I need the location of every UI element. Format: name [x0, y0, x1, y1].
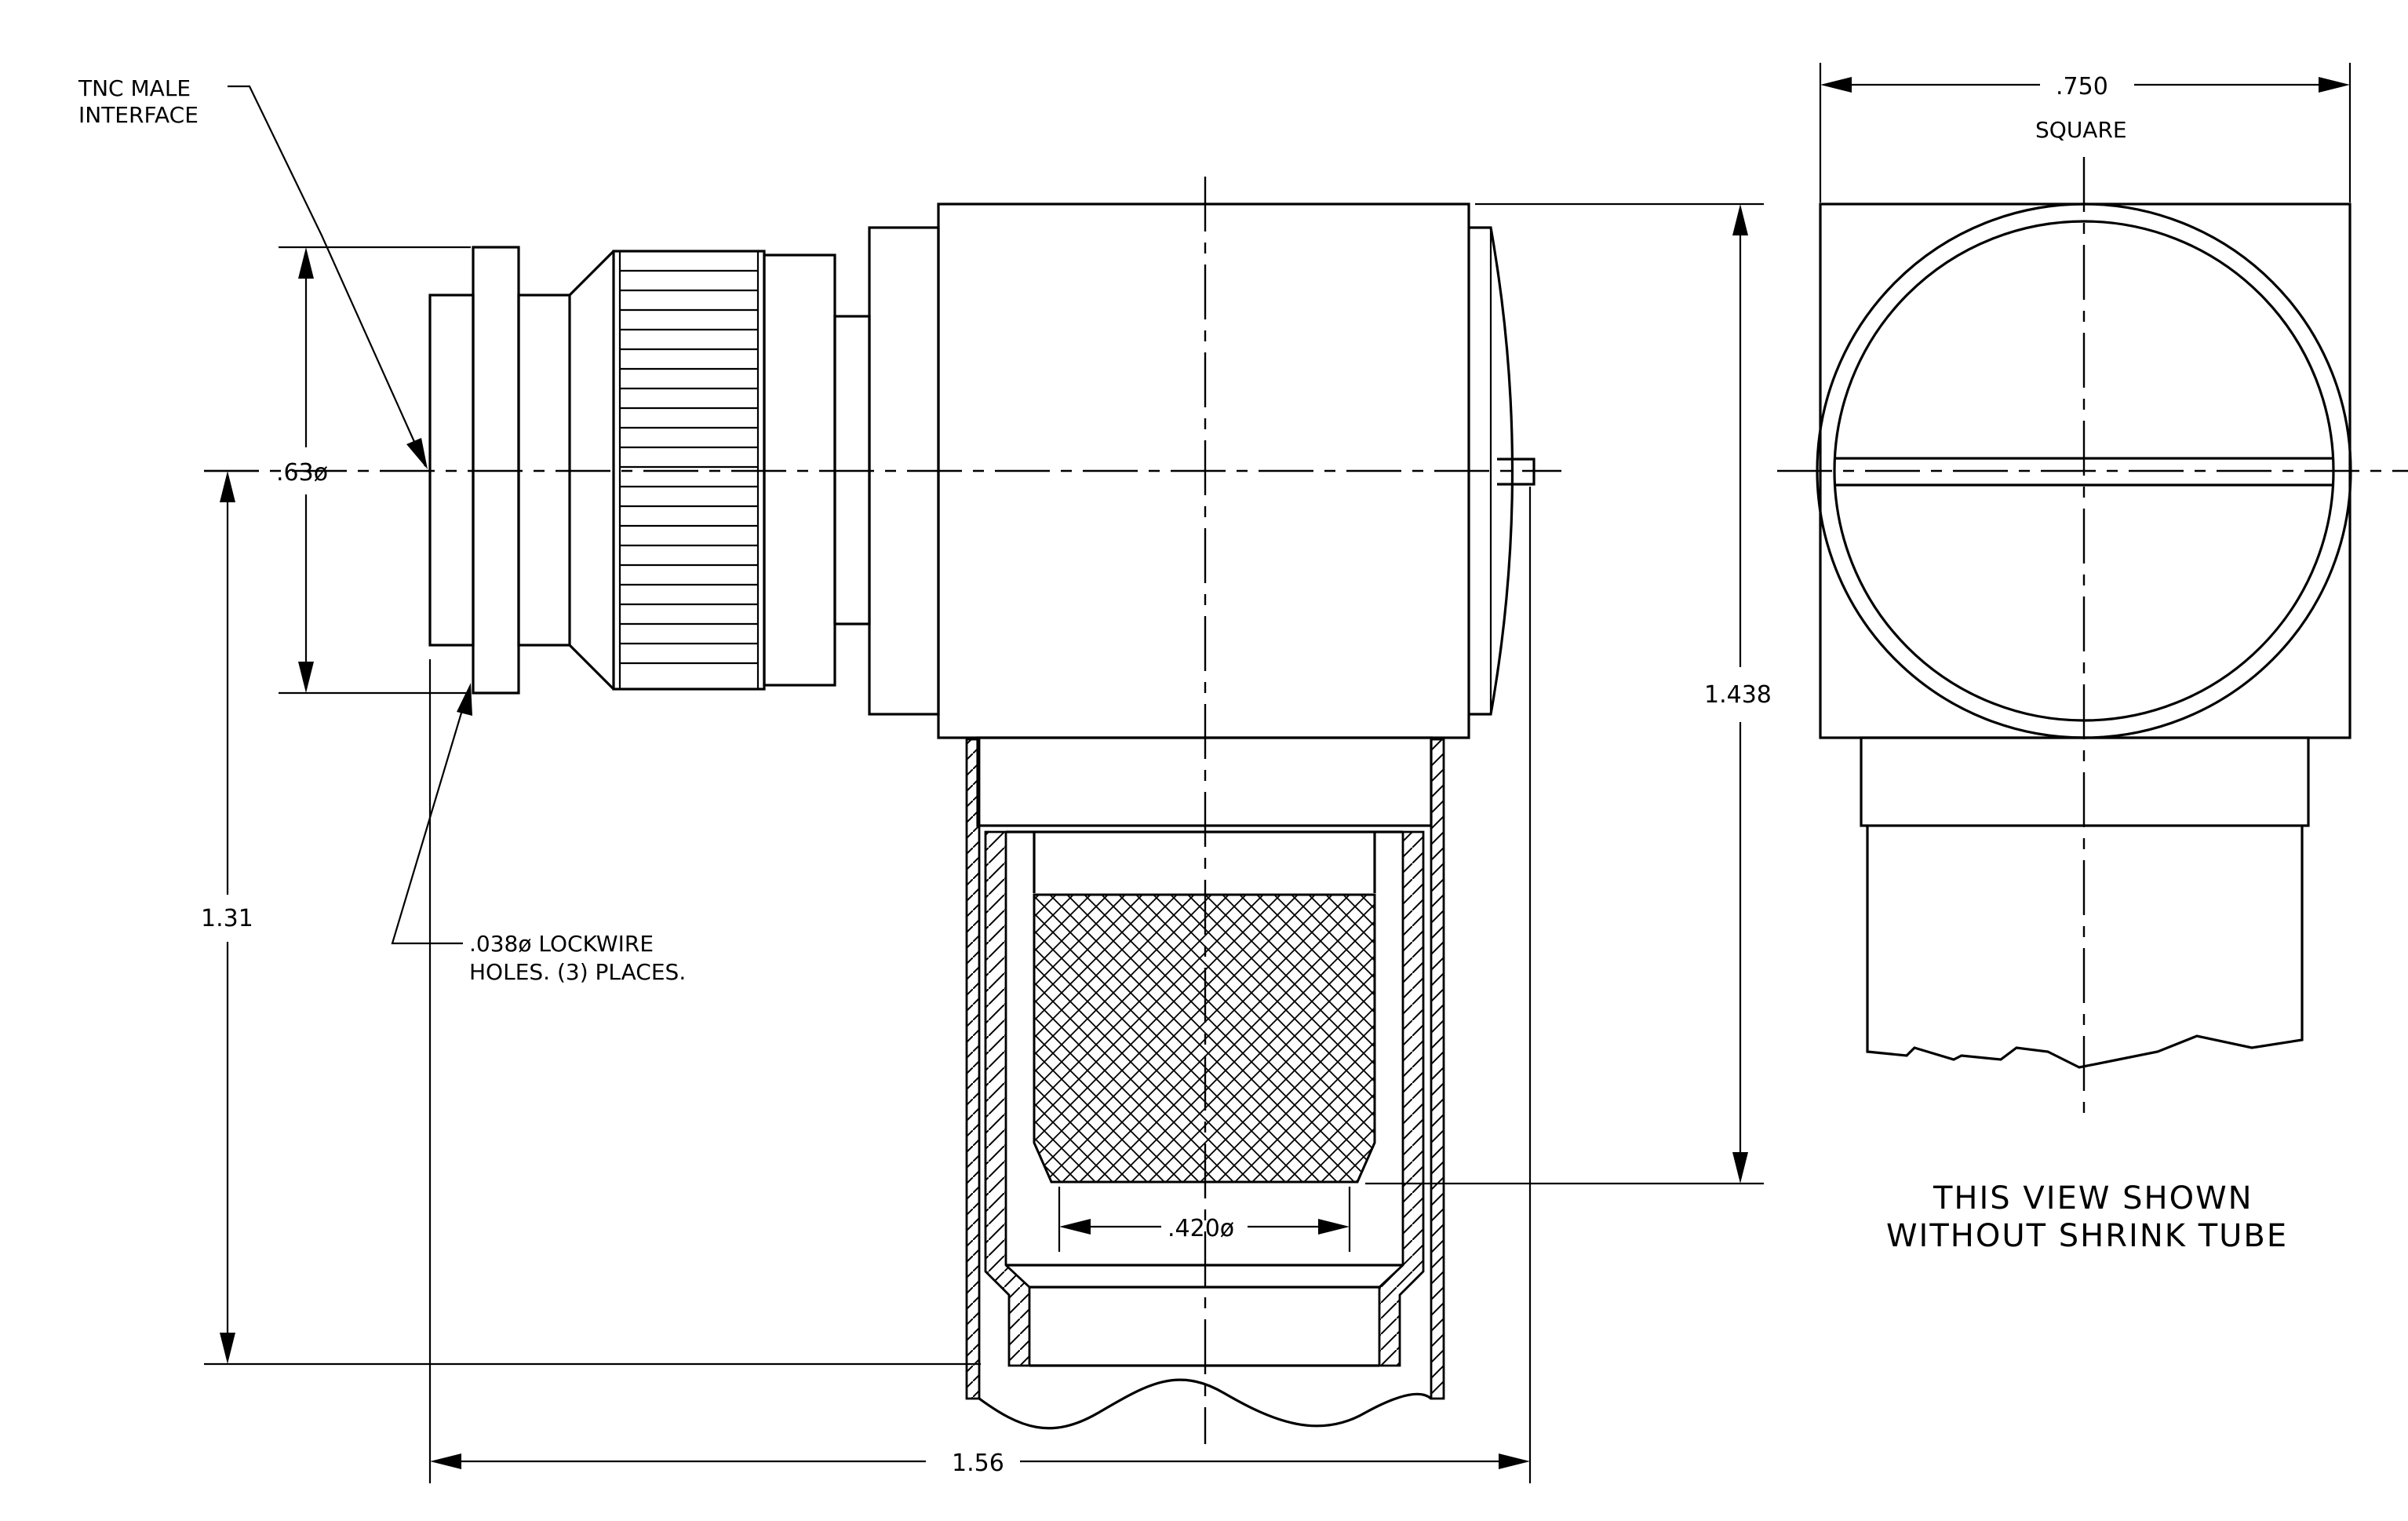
dim-cable-diameter: .420ø [1168, 1215, 1234, 1242]
lockwire-note-line1: .038ø LOCKWIRE [469, 931, 654, 957]
cable-break-line [978, 1378, 1433, 1430]
center-lines [204, 157, 2408, 1444]
end-view-cable-break [1866, 826, 2304, 1069]
lockwire-note-line2: HOLES. (3) PLACES. [469, 959, 686, 985]
end-view-inner-circle [1833, 220, 2335, 722]
dim-overall-length: 1.56 [952, 1450, 1004, 1477]
tnc-note-line1: TNC MALE [78, 75, 191, 101]
right-angle-body [937, 202, 1536, 827]
dimension-lines [204, 63, 2352, 1483]
view-note-line1: THIS VIEW SHOWN [1933, 1180, 2253, 1216]
cable-jacket [1033, 832, 1376, 893]
leader-lines [228, 85, 472, 945]
dim-interface-diameter: .63ø [276, 459, 328, 487]
coupling-knurl [620, 269, 758, 665]
ferrule-left-wall [984, 830, 1031, 1367]
end-view [1816, 202, 2352, 1069]
end-view-slot [1836, 457, 2332, 487]
end-cap [1469, 226, 1514, 716]
ferrule-right-wall [1378, 830, 1425, 1367]
square-label: SQUARE [2035, 117, 2127, 143]
end-view-collar [1860, 736, 2310, 827]
drawing-text: TNC MALE INTERFACE .038ø LOCKWIRE HOLES.… [78, 73, 2288, 1477]
coupling-chamfer [568, 250, 615, 691]
dim-height-right: 1.438 [1704, 681, 1772, 709]
dim-width-top: .750 [2056, 73, 2108, 100]
dim-height-left: 1.31 [201, 905, 253, 932]
shrink-tube-left-wall [965, 738, 981, 1400]
shrink-tube-right-wall [1430, 738, 1445, 1400]
tnc-note-line2: INTERFACE [78, 102, 199, 128]
view-note-line2: WITHOUT SHRINK TUBE [1886, 1218, 2288, 1254]
